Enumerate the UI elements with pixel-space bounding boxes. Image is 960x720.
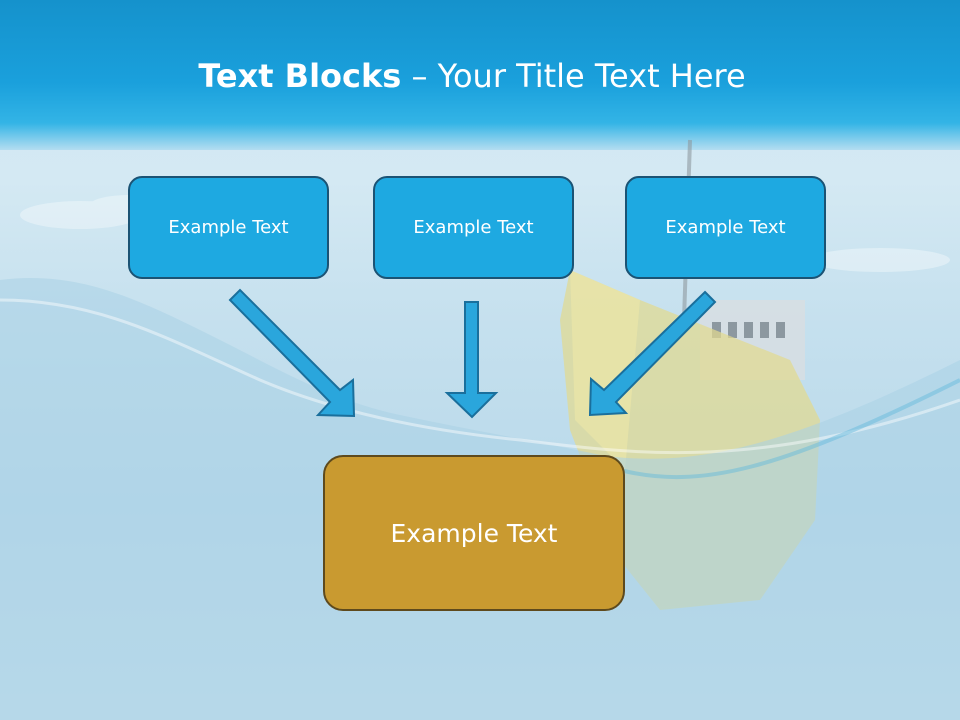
title-bold-part: Text Blocks xyxy=(198,57,402,95)
text-block-center-label: Example Text xyxy=(413,217,534,238)
text-block-right[interactable]: Example Text xyxy=(625,176,826,279)
title-rest: Your Title Text Here xyxy=(437,57,746,95)
text-block-right-label: Example Text xyxy=(665,217,786,238)
text-block-bottom[interactable]: Example Text xyxy=(323,455,625,611)
text-block-bottom-label: Example Text xyxy=(390,518,558,548)
text-block-left[interactable]: Example Text xyxy=(128,176,329,279)
arrow-diagonal-left-down-icon xyxy=(588,290,717,417)
arrow-diagonal-right-down-icon xyxy=(228,288,356,418)
title-separator: – xyxy=(401,57,438,95)
title-bar xyxy=(0,0,960,150)
text-block-left-label: Example Text xyxy=(168,217,289,238)
arrow-down-icon xyxy=(444,301,499,419)
text-block-center[interactable]: Example Text xyxy=(373,176,574,279)
slide-title: Text Blocks – Your Title Text Here xyxy=(0,54,944,98)
